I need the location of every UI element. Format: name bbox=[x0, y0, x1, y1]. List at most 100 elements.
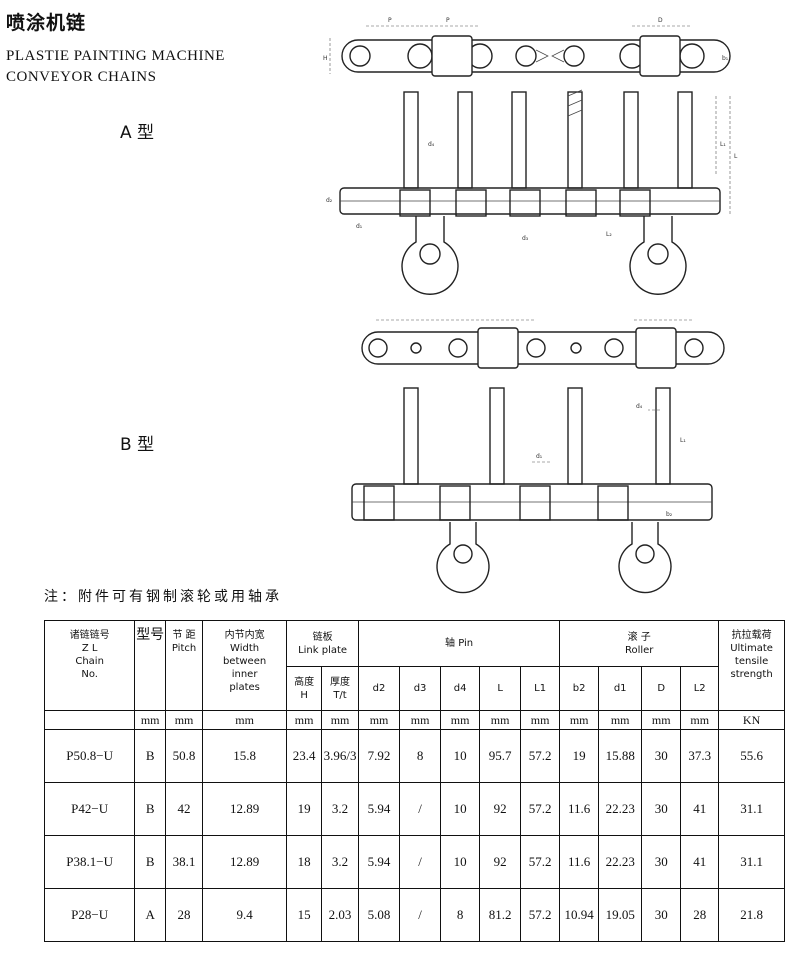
header-d2: d2 bbox=[357, 666, 401, 711]
dim-mark-l2: L₂ bbox=[606, 231, 612, 238]
cell-d2: 7.92 bbox=[357, 729, 401, 783]
header-roller-d: D bbox=[641, 666, 682, 711]
cell-kn: 31.1 bbox=[718, 782, 785, 836]
cell-d3: / bbox=[399, 782, 442, 836]
unit-cell: mm bbox=[321, 710, 359, 730]
cell-chain: P50.8−U bbox=[43, 729, 136, 783]
header-b2: b2 bbox=[559, 666, 600, 711]
unit-cell: mm bbox=[202, 710, 288, 730]
unit-cell: mm bbox=[357, 710, 401, 730]
table-row: P38.1−U B 38.1 12.89 18 3.2 5.94 / 10 92… bbox=[43, 835, 785, 889]
page-title-en: PLASTIE PAINTING MACHINE CONVEYOR CHAINS bbox=[6, 48, 225, 85]
dim-mark-p2: P bbox=[446, 17, 450, 24]
cell-h: 18 bbox=[286, 835, 323, 889]
unit-cell: mm bbox=[598, 710, 643, 730]
table-row: P50.8−U B 50.8 15.8 23.4 3.96/3 7.92 8 1… bbox=[43, 729, 785, 783]
header-pin: 轴 Pin bbox=[357, 620, 561, 667]
cell-roller-d: 30 bbox=[641, 888, 682, 942]
unit-cell: mm bbox=[479, 710, 522, 730]
cell-l: 92 bbox=[479, 782, 522, 836]
dim-mark-l1: L₁ bbox=[720, 141, 726, 148]
dim-mark-d3: d₃ bbox=[522, 235, 529, 242]
cell-l2: 41 bbox=[680, 782, 720, 836]
units-row: mm mm mm mm mm mm mm mm mm mm mm mm mm m… bbox=[43, 710, 785, 730]
unit-cell: KN bbox=[718, 710, 785, 730]
cell-roller-d: 30 bbox=[641, 782, 682, 836]
cell-tt: 3.2 bbox=[321, 782, 359, 836]
unit-cell: mm bbox=[134, 710, 167, 730]
table-row: P28−U A 28 9.4 15 2.03 5.08 / 8 81.2 57.… bbox=[43, 888, 785, 942]
type-b-label: B 型 bbox=[120, 435, 155, 455]
cell-l1: 57.2 bbox=[520, 782, 561, 836]
table-row: P42−U B 42 12.89 19 3.2 5.94 / 10 92 57.… bbox=[43, 782, 785, 836]
cell-type: B bbox=[134, 835, 167, 889]
unit-cell: mm bbox=[520, 710, 561, 730]
cell-l1: 57.2 bbox=[520, 888, 561, 942]
dim-mark-d2: d₂ bbox=[326, 197, 333, 204]
cell-kn: 21.8 bbox=[718, 888, 785, 942]
cell-pitch: 28 bbox=[165, 888, 204, 942]
header-d1: d1 bbox=[598, 666, 643, 711]
cell-d3: 8 bbox=[399, 729, 442, 783]
header-type: 型号 bbox=[134, 620, 167, 711]
cell-l: 95.7 bbox=[479, 729, 522, 783]
dim-mark-p1: P bbox=[388, 17, 392, 24]
cell-kn: 55.6 bbox=[718, 729, 785, 783]
cell-d2: 5.94 bbox=[357, 835, 401, 889]
unit-cell: mm bbox=[641, 710, 682, 730]
cell-d2: 5.08 bbox=[357, 888, 401, 942]
cell-d1: 15.88 bbox=[598, 729, 643, 783]
dim-mark-d1: d₁ bbox=[356, 223, 363, 230]
cell-b2: 11.6 bbox=[559, 782, 600, 836]
cell-d4: 10 bbox=[440, 835, 481, 889]
cell-l2: 37.3 bbox=[680, 729, 720, 783]
cell-d1: 22.23 bbox=[598, 782, 643, 836]
unit-cell: mm bbox=[440, 710, 481, 730]
cell-tt: 2.03 bbox=[321, 888, 359, 942]
header-l: L bbox=[479, 666, 522, 711]
cell-type: A bbox=[134, 888, 167, 942]
type-b-chain-top-view bbox=[361, 319, 725, 369]
footnote: 注：附件可有钢制滚轮或用轴承 bbox=[44, 589, 282, 605]
unit-cell: mm bbox=[165, 710, 204, 730]
cell-roller-d: 30 bbox=[641, 835, 682, 889]
cell-chain: P42−U bbox=[43, 782, 136, 836]
page-title-cn: 喷涂机链 bbox=[6, 12, 87, 34]
unit-cell: mm bbox=[559, 710, 600, 730]
type-a-chain-side-view: L₁ L d₄ d₂ d₁ d₃ L₂ bbox=[326, 89, 738, 295]
dim-mark-h: H bbox=[323, 55, 328, 62]
unit-cell: mm bbox=[399, 710, 442, 730]
cell-l1: 57.2 bbox=[520, 835, 561, 889]
dim-mark-l1-b: L₁ bbox=[680, 437, 686, 444]
cell-l2: 28 bbox=[680, 888, 720, 942]
cell-width: 12.89 bbox=[202, 835, 288, 889]
cell-d1: 19.05 bbox=[598, 888, 643, 942]
cell-roller-d: 30 bbox=[641, 729, 682, 783]
header-l2: L2 bbox=[680, 666, 720, 711]
cell-b2: 19 bbox=[559, 729, 600, 783]
cell-d4: 10 bbox=[440, 782, 481, 836]
cell-h: 23.4 bbox=[286, 729, 323, 783]
type-a-chain-top-view: P P D H b₁ bbox=[323, 17, 731, 77]
cell-d3: / bbox=[399, 888, 442, 942]
cell-type: B bbox=[134, 729, 167, 783]
header-l1: L1 bbox=[520, 666, 561, 711]
cell-pitch: 42 bbox=[165, 782, 204, 836]
dim-mark-d1-b: d₁ bbox=[536, 453, 543, 460]
cell-b2: 11.6 bbox=[559, 835, 600, 889]
cell-chain: P38.1−U bbox=[43, 835, 136, 889]
cell-width: 15.8 bbox=[202, 729, 288, 783]
cell-h: 15 bbox=[286, 888, 323, 942]
cell-tt: 3.2 bbox=[321, 835, 359, 889]
cell-width: 9.4 bbox=[202, 888, 288, 942]
cell-type: B bbox=[134, 782, 167, 836]
cell-d4: 8 bbox=[440, 888, 481, 942]
cell-b2: 10.94 bbox=[559, 888, 600, 942]
cell-l1: 57.2 bbox=[520, 729, 561, 783]
